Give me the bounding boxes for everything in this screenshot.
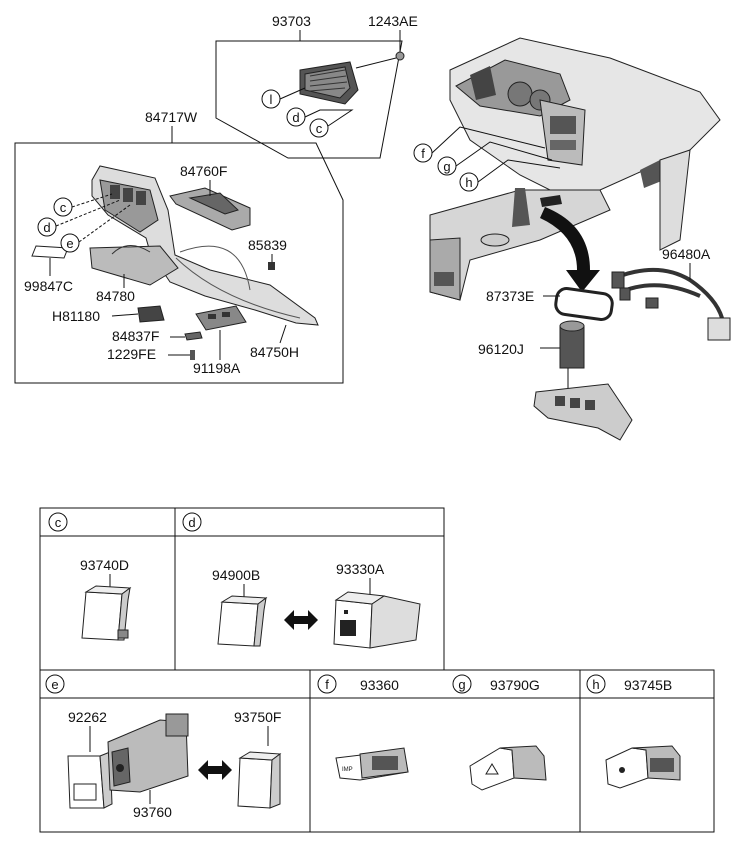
dashboard-callouts: f g h	[413, 126, 561, 192]
svg-text:c: c	[60, 200, 67, 215]
label-93760: 93760	[133, 804, 172, 820]
svg-text:e: e	[66, 236, 73, 251]
part-96120J	[559, 320, 585, 369]
detail-table: c 93740D d 94900B 93330A	[39, 507, 715, 833]
label-96480A: 96480A	[662, 246, 711, 262]
table-callout-c	[48, 512, 68, 532]
label-91198A: 91198A	[193, 360, 241, 376]
svg-text:c: c	[55, 515, 62, 530]
svg-text:d: d	[188, 515, 195, 530]
arrow-to-bezel	[540, 207, 600, 292]
table-callout-h	[586, 674, 606, 694]
label-93330A: 93330A	[336, 561, 385, 577]
label-85839: 85839	[248, 237, 287, 253]
plate-99847C	[31, 245, 69, 259]
label-94900B: 94900B	[212, 567, 260, 583]
label-84837F: 84837F	[112, 328, 159, 344]
label-93790G: 93790G	[490, 677, 540, 693]
switch-93745B	[605, 745, 681, 789]
screw-1243AE	[395, 51, 405, 61]
harness-96480A	[611, 267, 731, 341]
label-93740D: 93740D	[80, 557, 129, 573]
dashboard-assembly	[429, 37, 721, 301]
part-84837F	[184, 331, 203, 341]
table-callout-d	[182, 512, 202, 532]
label-93750F: 93750F	[234, 709, 281, 725]
switch-93360-text: IMP	[342, 767, 353, 773]
label-H81180: H81180	[52, 308, 100, 324]
inset-93703: 93703 1243AE l d c	[215, 13, 418, 159]
table-callout-f	[317, 674, 337, 694]
callout-c-top	[309, 118, 329, 138]
svg-text:e: e	[51, 677, 58, 692]
svg-text:d: d	[43, 220, 50, 235]
label-92262: 92262	[68, 709, 107, 725]
switch-93750F	[237, 751, 282, 809]
svg-text:f: f	[325, 677, 329, 692]
svg-text:c: c	[316, 121, 323, 136]
label-1243AE: 1243AE	[368, 13, 418, 29]
switch-93360: IMP	[335, 747, 409, 781]
table-callout-e	[45, 674, 65, 694]
label-87373E: 87373E	[486, 288, 534, 304]
callout-e-left	[60, 233, 80, 253]
switch-93740D	[81, 585, 132, 641]
screw-1229FE	[190, 350, 195, 360]
shift-knob	[512, 188, 530, 227]
inset-84717W-frame	[14, 142, 344, 384]
switch-92262	[67, 751, 113, 809]
switch-93330A	[333, 591, 421, 649]
part-H81180	[137, 305, 165, 323]
clip-85839	[268, 262, 275, 270]
label-84780: 84780	[96, 288, 135, 304]
label-84760F: 84760F	[180, 163, 227, 179]
inset-93703-frame	[215, 40, 403, 159]
label-93360: 93360	[360, 677, 399, 693]
svg-text:d: d	[292, 110, 299, 125]
label-96120J: 96120J	[478, 341, 524, 357]
svg-text:h: h	[592, 677, 599, 692]
gasket-87373E	[554, 287, 614, 321]
inset-84717W: 84717W 84760F 85839 84780	[14, 109, 344, 384]
label-1229FE: 1229FE	[107, 346, 156, 362]
lower-bezel	[533, 383, 633, 441]
switch-94900B	[217, 595, 268, 647]
svg-text:f: f	[421, 146, 425, 161]
label-84717W: 84717W	[145, 109, 198, 125]
svg-text:g: g	[458, 677, 465, 692]
part-84780	[89, 245, 179, 286]
label-99847C: 99847C	[24, 278, 73, 294]
label-93703: 93703	[272, 13, 311, 29]
callout-d-left	[37, 217, 57, 237]
swap-arrow-e	[198, 760, 232, 780]
part-91198A	[195, 305, 247, 331]
svg-text:h: h	[465, 175, 472, 190]
switch-93790G	[469, 745, 547, 791]
label-84750H: 84750H	[250, 344, 299, 360]
svg-text:g: g	[443, 159, 450, 174]
table-callout-g	[452, 674, 472, 694]
switch-93760	[107, 713, 189, 793]
vent-part-93703	[299, 61, 359, 105]
svg-text:l: l	[270, 92, 273, 107]
swap-arrow-d	[284, 610, 318, 630]
label-93745B: 93745B	[624, 677, 672, 693]
